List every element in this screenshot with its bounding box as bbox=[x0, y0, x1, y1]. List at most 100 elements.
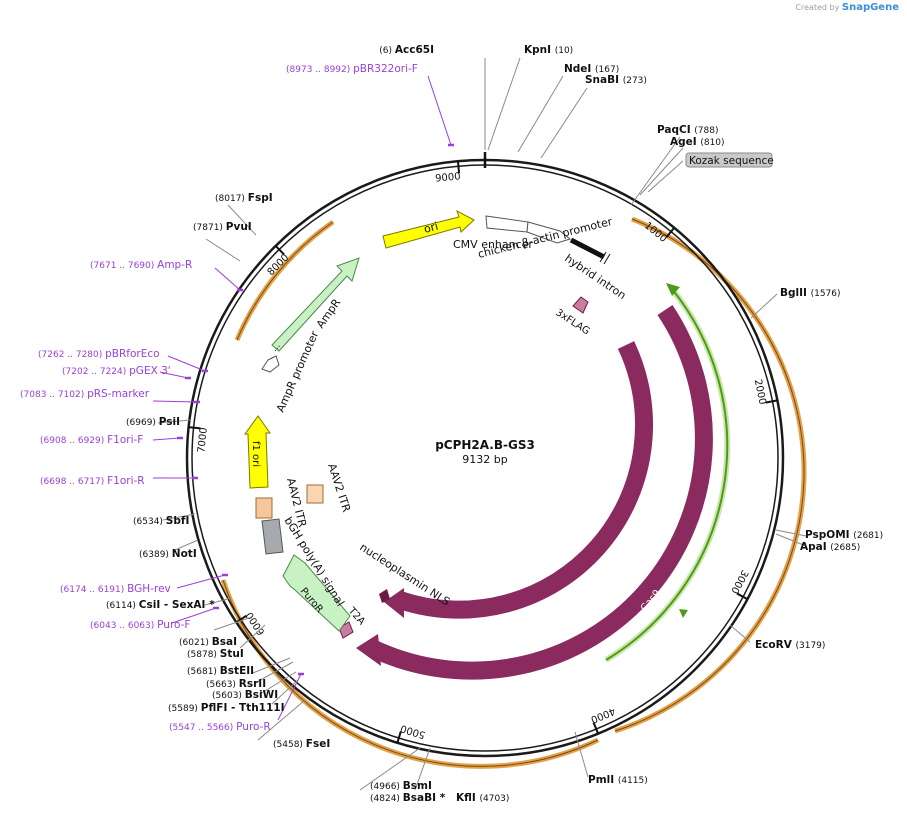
restriction-site-label: (6534) SbfI bbox=[133, 515, 189, 527]
hybrid-intron-bar bbox=[569, 237, 606, 260]
restriction-site-label: BglII (1576) bbox=[780, 287, 841, 299]
restriction-site-label: KflI (4703) bbox=[456, 792, 509, 804]
restriction-site-label: ApaI (2685) bbox=[800, 541, 860, 553]
leader-line bbox=[257, 699, 306, 741]
restriction-site-label: SnaBI (273) bbox=[585, 74, 647, 86]
primer-leader-line bbox=[167, 355, 206, 372]
tick-9000 bbox=[456, 161, 461, 174]
itr-right-box bbox=[306, 484, 324, 504]
puror-arrow bbox=[282, 554, 351, 632]
cmv-enhancer-label: CMV enhancer bbox=[453, 238, 533, 251]
tick-1000 bbox=[665, 227, 676, 238]
tick-label-9000: 9000 bbox=[435, 171, 461, 184]
leader-line bbox=[252, 657, 291, 674]
cmv-enhancer-arrow bbox=[485, 215, 529, 233]
leader-line bbox=[414, 747, 431, 791]
primer-leader-line bbox=[176, 574, 226, 589]
tick-7000 bbox=[188, 426, 201, 430]
itr-left-box bbox=[255, 497, 273, 519]
snapgene-credit: Created by SnapGene bbox=[795, 2, 899, 13]
leader-line bbox=[213, 617, 250, 631]
leader-line bbox=[639, 147, 684, 196]
primer-label: (7083 .. 7102) pRS-marker bbox=[20, 388, 150, 400]
restriction-site-label: PaqCI (788) bbox=[657, 124, 719, 136]
restriction-site-label: (6) Acc65I bbox=[379, 44, 434, 56]
restriction-site-label: EcoRV (3179) bbox=[755, 639, 825, 651]
bgh-polya-box bbox=[261, 518, 284, 555]
leader-line bbox=[259, 671, 297, 695]
nls-feature bbox=[379, 589, 390, 603]
tick-4000 bbox=[592, 722, 600, 735]
credit-prefix: Created by bbox=[795, 3, 840, 12]
leader-line bbox=[162, 513, 196, 521]
leader-line bbox=[729, 624, 751, 643]
leader-line bbox=[574, 731, 589, 778]
tick-2000 bbox=[765, 399, 778, 404]
restriction-site-label: (5681) BstEII bbox=[187, 665, 254, 677]
restriction-site-label: (4824) BsaBI * bbox=[370, 792, 446, 804]
cba-promoter-arrow bbox=[526, 221, 572, 244]
restriction-site-label: AgeI (810) bbox=[670, 136, 725, 148]
leader-line bbox=[630, 136, 681, 206]
plasmid-name: pCPH2A.B-GS3 bbox=[435, 438, 535, 452]
tick-label-7000: 7000 bbox=[196, 427, 210, 453]
restriction-site-label: (6114) CsiI - SexAI * bbox=[106, 599, 215, 611]
primer-label: (6174 .. 6191) BGH-rev bbox=[60, 583, 171, 595]
leader-line bbox=[157, 419, 191, 424]
primer-leader-line bbox=[214, 267, 241, 291]
primer-leader-line bbox=[152, 400, 198, 403]
leaders bbox=[152, 57, 807, 791]
primer-label: (7202 .. 7224) pGEX 3' bbox=[62, 365, 171, 377]
restriction-site-label: (6021) BsaI bbox=[179, 636, 237, 648]
primer-label: (8973 .. 8992) pBR322ori-F bbox=[286, 63, 418, 75]
orange-arc-bottom-core bbox=[222, 579, 599, 767]
kozak-label: Kozak sequence bbox=[689, 155, 774, 167]
flag-label: 3xFLAG bbox=[553, 307, 591, 337]
restriction-site-label: (5589) PflFI - Tth111I bbox=[168, 702, 285, 714]
restriction-site-label: (6969) PsiI bbox=[126, 416, 180, 428]
cas9-outer-arc bbox=[368, 305, 713, 680]
restriction-site-label: (5663) RsrII bbox=[206, 678, 266, 690]
orange-arc-left-core bbox=[236, 221, 334, 341]
hybrid-intron-tick-1 bbox=[599, 251, 607, 263]
hybrid-intron-tick-2 bbox=[603, 253, 611, 265]
leader-line bbox=[540, 87, 588, 159]
primer-leader-line bbox=[171, 607, 217, 624]
restriction-site-label: (7871) PvuI bbox=[193, 221, 252, 233]
ori-label: ori bbox=[422, 220, 439, 236]
primer-label: (6698 .. 6717) F1ori-R bbox=[40, 475, 145, 487]
restriction-site-label: NdeI (167) bbox=[564, 63, 619, 75]
restriction-site-label: PspOMI (2681) bbox=[805, 529, 883, 541]
primer-leader-line bbox=[159, 371, 189, 379]
primer-label-layer: (8973 .. 8992) pBR322ori-F(7671 .. 7690)… bbox=[20, 63, 418, 733]
ampr-promoter-arrow bbox=[261, 355, 280, 373]
plasmid-size: 9132 bp bbox=[462, 453, 507, 466]
primer-leader-line bbox=[277, 673, 302, 721]
primer-label: (5547 .. 5566) Puro-R bbox=[169, 721, 271, 733]
restriction-site-label: (4966) BsmI bbox=[370, 780, 432, 792]
leader-line bbox=[775, 533, 807, 547]
leader-line bbox=[647, 160, 684, 193]
leader-line bbox=[204, 597, 232, 606]
tick-label-2000: 2000 bbox=[752, 378, 768, 405]
leader-line bbox=[227, 204, 257, 236]
f1ori-label: f1 ori bbox=[250, 441, 261, 467]
site-label-layer: (6) Acc65I KpnI (10) NdeI (167)SnaBI (273)… bbox=[106, 44, 883, 804]
primer-label: (6908 .. 6929) F1ori-F bbox=[40, 434, 143, 446]
snapgene-logo: SnapGene bbox=[841, 2, 899, 13]
restriction-site-label: (5458) FseI bbox=[273, 738, 330, 750]
restriction-site-label: KpnI (10) bbox=[524, 44, 573, 56]
tick-5000 bbox=[396, 731, 402, 744]
tick-label-5000: 5000 bbox=[399, 722, 427, 740]
leader-line bbox=[775, 529, 807, 537]
primer-label: (6043 .. 6063) Puro-F bbox=[90, 619, 190, 631]
leader-line bbox=[254, 661, 294, 684]
cas9-inner-arrowhead bbox=[384, 588, 404, 618]
leader-line bbox=[239, 624, 266, 649]
leader-line bbox=[487, 57, 521, 151]
cas9-inner-arc bbox=[397, 341, 653, 619]
leader-line bbox=[174, 539, 199, 551]
leader-line bbox=[205, 238, 241, 262]
cas9-outer-arrowhead bbox=[356, 634, 381, 666]
